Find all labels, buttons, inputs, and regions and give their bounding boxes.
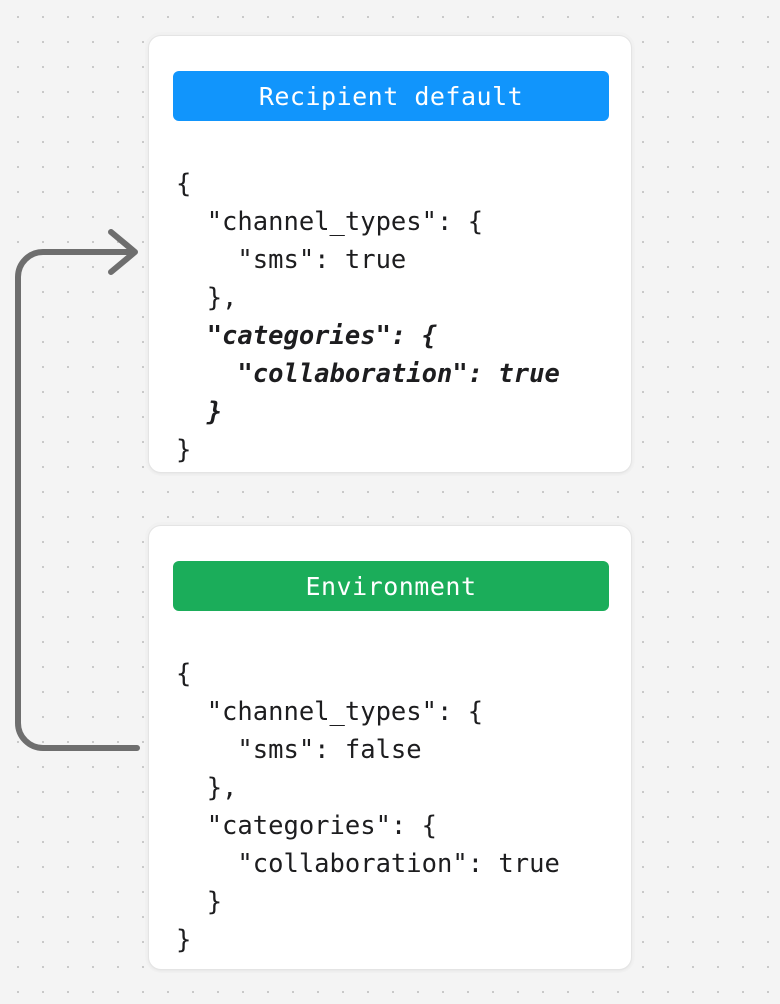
code-line: "channel_types": {	[176, 696, 484, 727]
code-line: "collaboration": true	[176, 358, 560, 389]
code-line: "sms": false	[176, 734, 422, 765]
code-line: },	[176, 772, 238, 803]
code-line: "categories": {	[176, 320, 437, 351]
card-environment: Environment { "channel_types": { "sms": …	[148, 525, 632, 970]
card-header-label: Environment	[305, 571, 477, 601]
code-line: {	[176, 168, 192, 199]
code-line: "sms": true	[176, 244, 407, 275]
code-line: }	[176, 886, 223, 917]
code-line: }	[176, 434, 192, 465]
card-recipient-default: Recipient default { "channel_types": { "…	[148, 35, 632, 473]
code-line: }	[176, 396, 223, 427]
code-line: "collaboration": true	[176, 848, 560, 879]
card-header-environment: Environment	[173, 561, 609, 611]
card-header-recipient-default: Recipient default	[173, 71, 609, 121]
card-header-label: Recipient default	[258, 81, 524, 111]
code-line: }	[176, 924, 192, 955]
code-block-environment: { "channel_types": { "sms": false }, "ca…	[176, 655, 616, 959]
code-line: "channel_types": {	[176, 206, 484, 237]
code-line: },	[176, 282, 238, 313]
code-line: "categories": {	[176, 810, 437, 841]
code-line: {	[176, 658, 192, 689]
code-block-recipient-default: { "channel_types": { "sms": true }, "cat…	[176, 165, 616, 469]
